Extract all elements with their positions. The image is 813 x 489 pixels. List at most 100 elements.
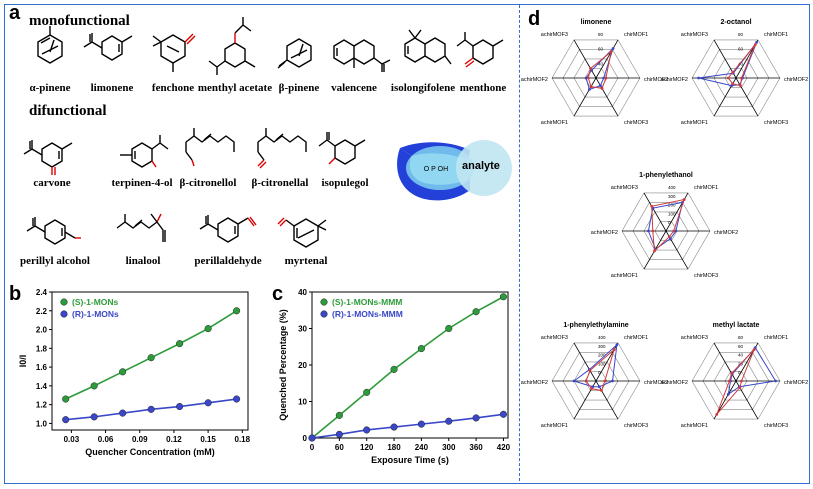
difunctional-title: difunctional — [29, 103, 107, 119]
monofunctional-molecule-name: fenchone — [151, 82, 195, 94]
x-axis-label: Exposure Time (s) — [371, 455, 449, 465]
radar-chart: chirMOF1chirMOF2chirMOF3achirMOF1achirMO… — [661, 19, 808, 126]
y-tick-label: 1.0 — [36, 419, 48, 428]
radar-tick-label: 40 — [598, 61, 604, 66]
difunctional-molecule-name: β-citronellal — [251, 177, 309, 189]
data-point — [335, 411, 343, 419]
menthone-structure — [456, 32, 504, 68]
radar-tick-label: 200 — [598, 353, 606, 358]
y-tick-label: 1.8 — [36, 344, 48, 353]
radar-point — [740, 76, 743, 80]
fenchone-structure — [152, 33, 196, 72]
radar-tick-label: 0 — [668, 220, 671, 225]
monofunctional-molecule-name: menthyl acetate — [197, 82, 273, 94]
carvone-structure — [23, 140, 73, 175]
radar-point — [740, 379, 743, 383]
radar-point — [609, 50, 613, 54]
radar-point — [728, 379, 731, 383]
radar-axis-label: chirMOF2 — [784, 380, 808, 386]
radar-axis-label: achirMOF1 — [541, 120, 568, 126]
data-point — [417, 345, 425, 353]
radar-tick-label: 60 — [738, 344, 744, 349]
radar-point — [612, 348, 616, 351]
radar-axis-label: chirMOF2 — [644, 380, 668, 386]
x-tick-label: 300 — [442, 443, 456, 452]
radar-point — [739, 84, 742, 88]
radar-tick-label: 60 — [598, 47, 604, 52]
terpinen-4-ol-structure — [120, 135, 169, 168]
x-tick-label: 0.12 — [166, 435, 182, 444]
x-tick-label: 0.03 — [64, 435, 80, 444]
radar-axis-label: chirMOF2 — [784, 77, 808, 83]
radar-point — [597, 385, 601, 389]
radar-axis-label: chirMOF1 — [764, 335, 788, 341]
radar-axis-label: achirMOF1 — [681, 120, 708, 126]
radar-tick-label: 400 — [598, 335, 606, 340]
data-point — [233, 395, 241, 403]
y-tick-label: 2.4 — [36, 288, 48, 297]
radar-axis — [573, 77, 597, 117]
radar-axis-label: achirMOF2 — [661, 380, 688, 386]
difunctional-molecule-name: β-citronellol — [179, 177, 237, 189]
data-point — [119, 368, 127, 376]
data-point — [445, 324, 453, 333]
linalool-structure — [116, 213, 166, 242]
legend-marker — [60, 298, 68, 306]
radar-axis — [573, 342, 597, 382]
data-point — [445, 417, 453, 425]
legend-label: (S)-1-MONs — [72, 297, 119, 307]
data-point — [499, 410, 507, 418]
radar-axis-label: chirMOF1 — [624, 335, 648, 341]
y-axis-label: I0/I — [18, 355, 28, 368]
radar-axis-label: achirMOF2 — [591, 230, 618, 236]
schematic-analyte-label: analyte — [462, 160, 500, 172]
radar-tick-label: 80 — [598, 32, 604, 37]
data-point — [62, 395, 70, 403]
radar-axis-label: achirMOF3 — [541, 32, 568, 38]
monofunctional-title: monofunctional — [29, 13, 130, 29]
radar-point — [731, 82, 735, 86]
radar-point — [584, 379, 588, 383]
radar-point — [588, 369, 592, 372]
radar-axis-label: achirMOF1 — [611, 273, 638, 279]
difunctional-molecule-name: perillaldehyde — [194, 255, 262, 267]
data-point — [204, 399, 212, 407]
radar-axis-label: chirMOF2 — [644, 77, 668, 83]
x-tick-label: 0.18 — [235, 435, 251, 444]
radar-title: 1-phenylethylamine — [563, 322, 628, 329]
beta-pinene-structure — [277, 38, 312, 69]
x-tick-label: 180 — [387, 443, 401, 452]
x-tick-label: 240 — [415, 443, 429, 452]
x-tick-label: 0.09 — [132, 435, 148, 444]
radar-tick-label: 80 — [738, 335, 744, 340]
radar-axis-label: achirMOF1 — [681, 423, 708, 429]
radar-point — [615, 343, 619, 347]
y-tick-label: 1.2 — [36, 401, 48, 410]
radar-axis-label: chirMOF3 — [764, 120, 788, 126]
radar-point — [611, 47, 615, 50]
myrtenal-structure — [277, 217, 327, 248]
radar-tick-label: 100 — [598, 361, 606, 366]
radar-axis-label: chirMOF1 — [694, 185, 718, 191]
radar-point — [672, 229, 676, 233]
figure-frame — [4, 4, 810, 484]
y-tick-label: 1.6 — [36, 363, 48, 372]
radar-axis-label: achirMOF3 — [541, 335, 568, 341]
data-point — [363, 388, 371, 396]
radar-point — [738, 386, 742, 390]
data-point — [176, 402, 184, 411]
y-tick-label: 1.4 — [36, 382, 48, 391]
radar-point — [588, 88, 591, 91]
radar-title: limonene — [581, 19, 612, 26]
legend-marker — [320, 298, 328, 306]
radar-chart: chirMOF1chirMOF2chirMOF3achirMOF1achirMO… — [521, 19, 668, 126]
radar-point — [755, 40, 759, 44]
legend-marker — [320, 310, 328, 318]
radar-point — [572, 379, 576, 383]
radar-axis-label: achirMOF3 — [681, 335, 708, 341]
x-tick-label: 0.15 — [200, 435, 216, 444]
y-tick-label: 20 — [298, 361, 307, 370]
monofunctional-molecule-name: limonene — [90, 82, 134, 94]
x-tick-label: 0 — [310, 443, 315, 452]
